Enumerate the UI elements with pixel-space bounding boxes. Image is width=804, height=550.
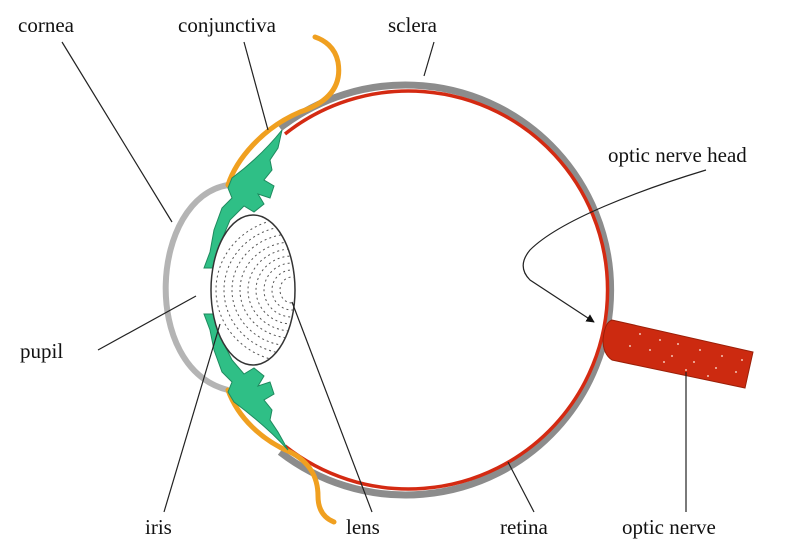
optic-nerve-shape bbox=[603, 320, 753, 388]
label-optic-nerve-head: optic nerve head bbox=[608, 143, 747, 167]
optic-nerve-head-arrow bbox=[523, 170, 706, 322]
label-conjunctiva: conjunctiva bbox=[178, 13, 277, 37]
label-lens: lens bbox=[346, 515, 380, 539]
label-cornea: cornea bbox=[18, 13, 75, 37]
label-sclera: sclera bbox=[388, 13, 438, 37]
sclera-shape bbox=[280, 85, 611, 495]
label-optic-nerve: optic nerve bbox=[622, 515, 716, 539]
label-iris: iris bbox=[145, 515, 172, 539]
cornea-leader bbox=[62, 42, 172, 222]
pupil-leader bbox=[98, 296, 196, 350]
label-retina: retina bbox=[500, 515, 548, 539]
retina-leader bbox=[508, 462, 534, 512]
sclera-leader bbox=[424, 42, 434, 76]
conjunctiva-leader bbox=[244, 42, 268, 130]
lens-shape bbox=[211, 215, 368, 365]
label-pupil: pupil bbox=[20, 339, 63, 363]
iris-leader bbox=[164, 324, 220, 512]
